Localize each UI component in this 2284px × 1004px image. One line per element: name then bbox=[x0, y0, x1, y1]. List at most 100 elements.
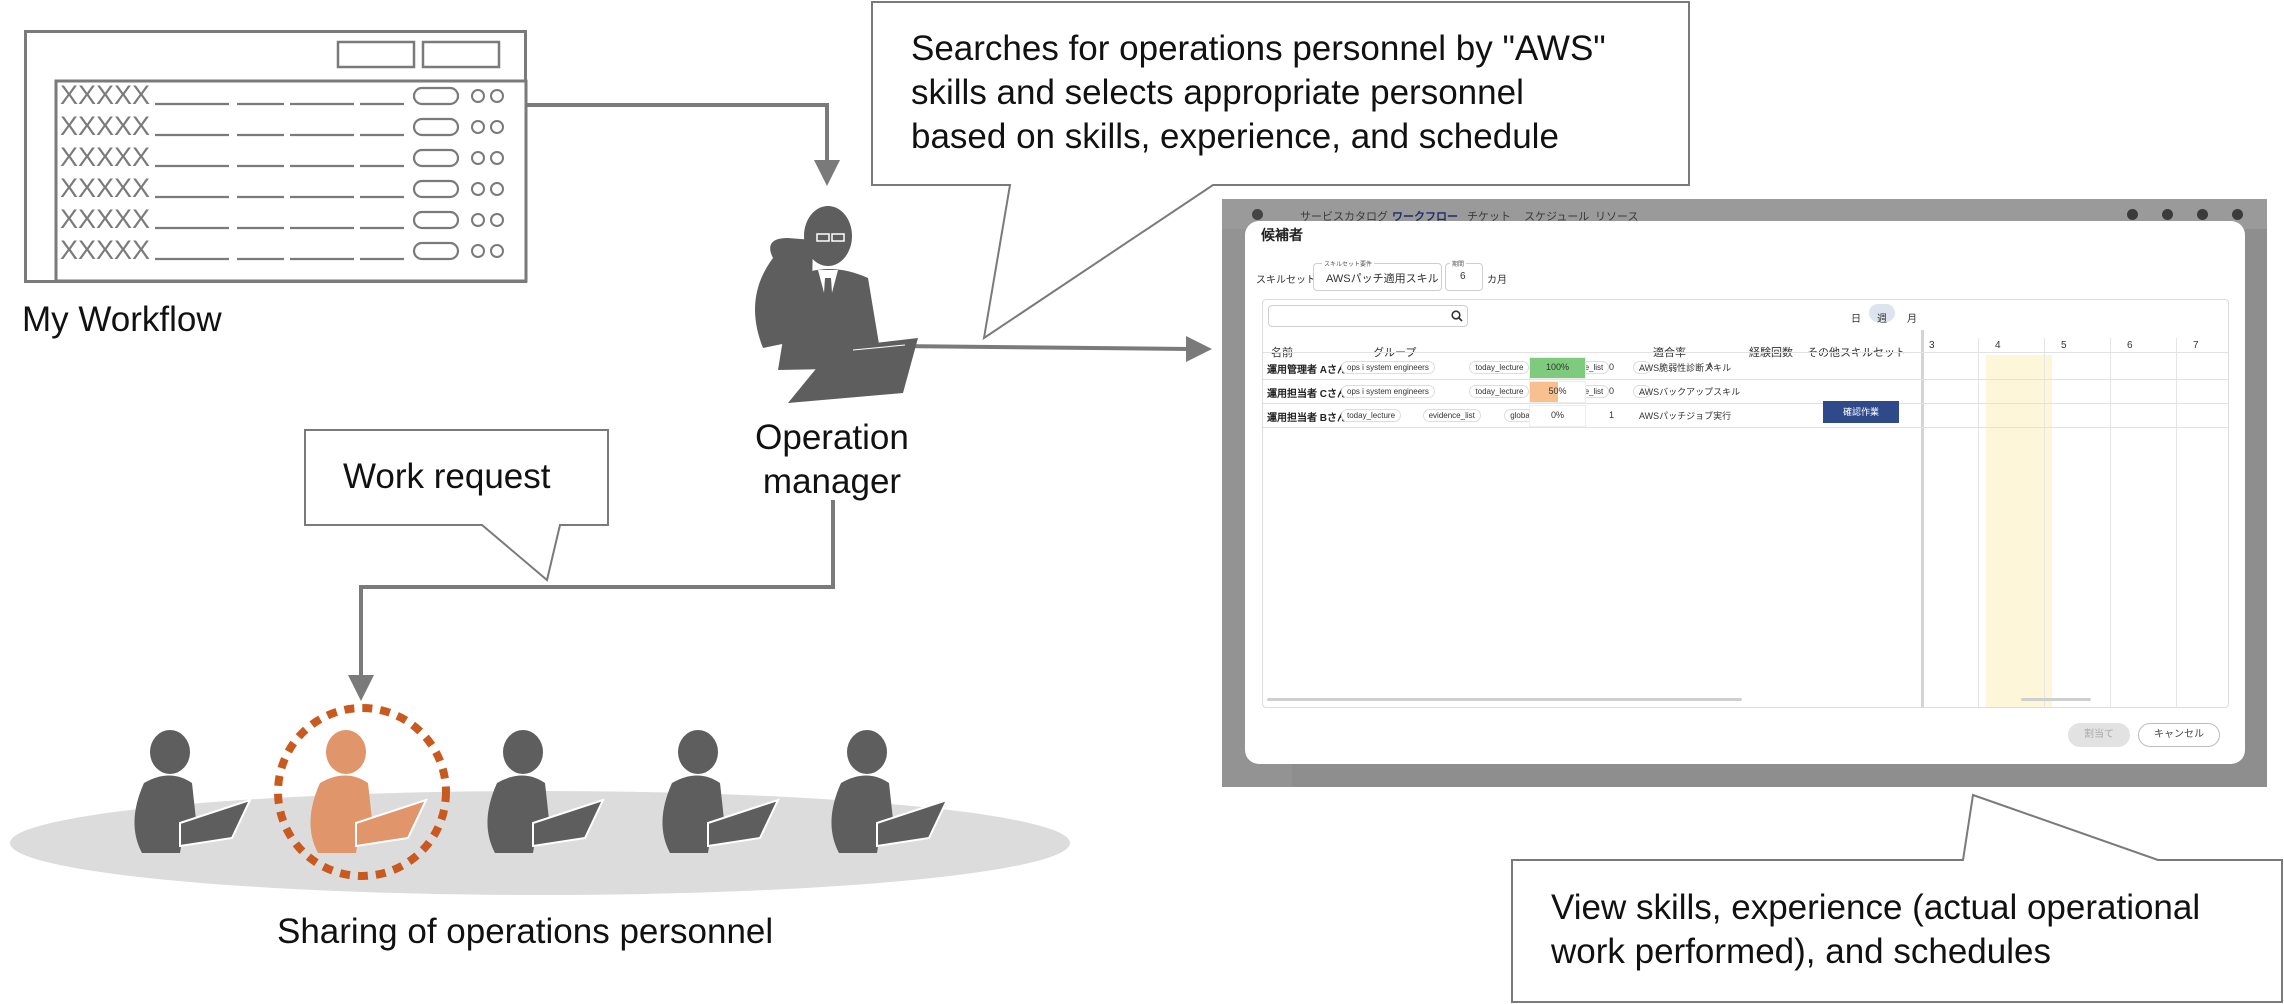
operation-manager-icon bbox=[755, 206, 918, 403]
horizontal-scrollbar-left[interactable] bbox=[1267, 698, 1742, 701]
cancel-button[interactable]: キャンセル bbox=[2138, 723, 2220, 747]
schedule-event[interactable]: 確認作業 bbox=[1823, 401, 1899, 423]
operation-manager-label-line1: Operation bbox=[755, 418, 909, 457]
horizontal-scrollbar-right[interactable] bbox=[2021, 698, 2091, 701]
skillset-tiny-label: スキルセット要件 bbox=[1322, 259, 1375, 268]
schedule-day-label: 6 bbox=[2127, 340, 2133, 351]
grid-divider bbox=[1921, 330, 1924, 707]
sharing-label: Sharing of operations personnel bbox=[277, 912, 774, 951]
arrow-manager-to-screenshot bbox=[894, 344, 1191, 351]
nav-workflow[interactable]: ワークフロー bbox=[1392, 211, 1458, 223]
group-chip: ops i system engineers bbox=[1341, 361, 1435, 374]
fit-rate-bar: 50% bbox=[1529, 381, 1586, 403]
assign-button[interactable]: 割当て bbox=[2068, 723, 2130, 747]
globe-icon[interactable] bbox=[2162, 209, 2173, 220]
col-experience[interactable]: 経験回数 bbox=[1749, 347, 1793, 359]
workflow-row-button bbox=[412, 148, 460, 168]
workflow-row-button bbox=[412, 86, 460, 106]
period-input[interactable]: 期間 6 bbox=[1445, 259, 1483, 291]
arrowhead-down-workers bbox=[348, 675, 374, 701]
workflow-row-button bbox=[412, 210, 460, 230]
row-divider bbox=[1263, 403, 2228, 404]
nav-resource[interactable]: リソース bbox=[1595, 211, 1639, 223]
operator-icon bbox=[120, 728, 260, 863]
skillset-select[interactable]: スキルセット要件 AWSパッチ適用スキル bbox=[1313, 259, 1442, 291]
selected-operator-icon bbox=[296, 728, 436, 863]
other-skill: AWSバックアップスキル bbox=[1639, 387, 1741, 397]
experience-count: 0 bbox=[1609, 386, 1615, 396]
workflow-row-radio bbox=[490, 182, 504, 196]
workflow-row-radio bbox=[490, 89, 504, 103]
view-month[interactable]: 月 bbox=[1907, 314, 1917, 325]
workflow-row-radio bbox=[490, 151, 504, 165]
fit-rate-fill bbox=[1530, 358, 1585, 378]
callout-search-line3: based on skills, experience, and schedul… bbox=[911, 117, 1559, 156]
other-skill: AWS脆弱性診断スキル bbox=[1639, 363, 1732, 373]
schedule-day-label: 7 bbox=[2193, 340, 2199, 351]
schedule-day-line bbox=[2110, 338, 2111, 707]
candidate-name: 運用管理者 Aさん bbox=[1267, 365, 1347, 376]
today-column bbox=[1986, 355, 2052, 707]
workflow-row-radio bbox=[490, 213, 504, 227]
workflow-row-label: XXXXX bbox=[60, 235, 150, 265]
col-fit[interactable]: 適合率 bbox=[1653, 347, 1686, 359]
experience-count: 0 bbox=[1609, 362, 1615, 372]
fit-rate-value: 100% bbox=[1545, 362, 1570, 372]
workflow-row-label: XXXXX bbox=[60, 80, 150, 110]
workflow-row-radio bbox=[471, 89, 485, 103]
view-day[interactable]: 日 bbox=[1851, 314, 1861, 325]
workflow-row-radio bbox=[490, 120, 504, 134]
col-other-skills[interactable]: その他スキルセット bbox=[1807, 347, 1906, 359]
candidate-name: 運用担当者 Cさん bbox=[1267, 389, 1347, 400]
fit-rate-bar: 0% bbox=[1529, 405, 1586, 427]
arrowhead-right-screenshot bbox=[1186, 336, 1212, 362]
nav-ticket[interactable]: チケット bbox=[1467, 211, 1511, 223]
modal-title: 候補者 bbox=[1261, 227, 1303, 243]
arrow-workflow-to-manager bbox=[526, 103, 829, 160]
group-chip: evidence_list bbox=[1422, 409, 1481, 422]
fit-rate-fill bbox=[1530, 382, 1558, 402]
skillset-label: スキルセット要件: bbox=[1256, 275, 1339, 286]
experience-count: 1 bbox=[1609, 410, 1615, 420]
nav-service-catalog[interactable]: サービスカタログ bbox=[1300, 211, 1388, 223]
nav-schedule[interactable]: スケジュール bbox=[1524, 211, 1590, 223]
schedule-day-line bbox=[1978, 338, 1979, 707]
period-value: 6 bbox=[1460, 271, 1466, 282]
workflow-row-button bbox=[412, 117, 460, 137]
user-icon[interactable] bbox=[2232, 209, 2243, 220]
workflow-row-radio bbox=[471, 213, 485, 227]
palette-icon[interactable] bbox=[2127, 209, 2138, 220]
group-chip: ops i system engineers bbox=[1341, 385, 1435, 398]
search-input[interactable] bbox=[1268, 305, 1468, 327]
selected-operator-ring bbox=[270, 700, 455, 890]
col-name[interactable]: 名前 bbox=[1271, 347, 1293, 359]
arrowhead-down-manager bbox=[814, 160, 840, 186]
fit-rate-value: 0% bbox=[1550, 410, 1564, 420]
workflow-row-label: XXXXX bbox=[60, 173, 150, 203]
callout-view-line1: View skills, experience (actual operatio… bbox=[1551, 888, 2201, 927]
view-week[interactable]: 週 bbox=[1877, 314, 1887, 325]
col-group[interactable]: グループ bbox=[1373, 347, 1417, 359]
my-workflow-label: My Workflow bbox=[22, 300, 222, 339]
header-line bbox=[1263, 352, 2228, 353]
group-chip: ... bbox=[1632, 385, 1652, 398]
workflow-row-button bbox=[412, 179, 460, 199]
bug-icon[interactable] bbox=[2197, 209, 2208, 220]
workflow-row-radio bbox=[471, 182, 485, 196]
view-week-highlight bbox=[1869, 304, 1895, 322]
callout-search-line1: Searches for operations personnel by "AW… bbox=[911, 29, 1606, 68]
workflow-row-button bbox=[412, 241, 460, 261]
workflow-row-radio bbox=[490, 244, 504, 258]
callout-search-line2: skills and selects appropriate personnel bbox=[911, 73, 1524, 112]
operation-manager-label-line2: manager bbox=[762, 462, 902, 501]
group-chip: ... bbox=[1632, 361, 1652, 374]
operator-icon bbox=[817, 728, 957, 863]
workflow-row-label: XXXXX bbox=[60, 142, 150, 172]
schedule-day-line bbox=[2176, 338, 2177, 707]
workflow-row-radio bbox=[471, 244, 485, 258]
workflow-row-label: XXXXX bbox=[60, 111, 150, 141]
group-chip: today_lecture bbox=[1469, 361, 1530, 374]
group-chip: today_lecture bbox=[1341, 409, 1402, 422]
row-divider bbox=[1263, 427, 2228, 428]
